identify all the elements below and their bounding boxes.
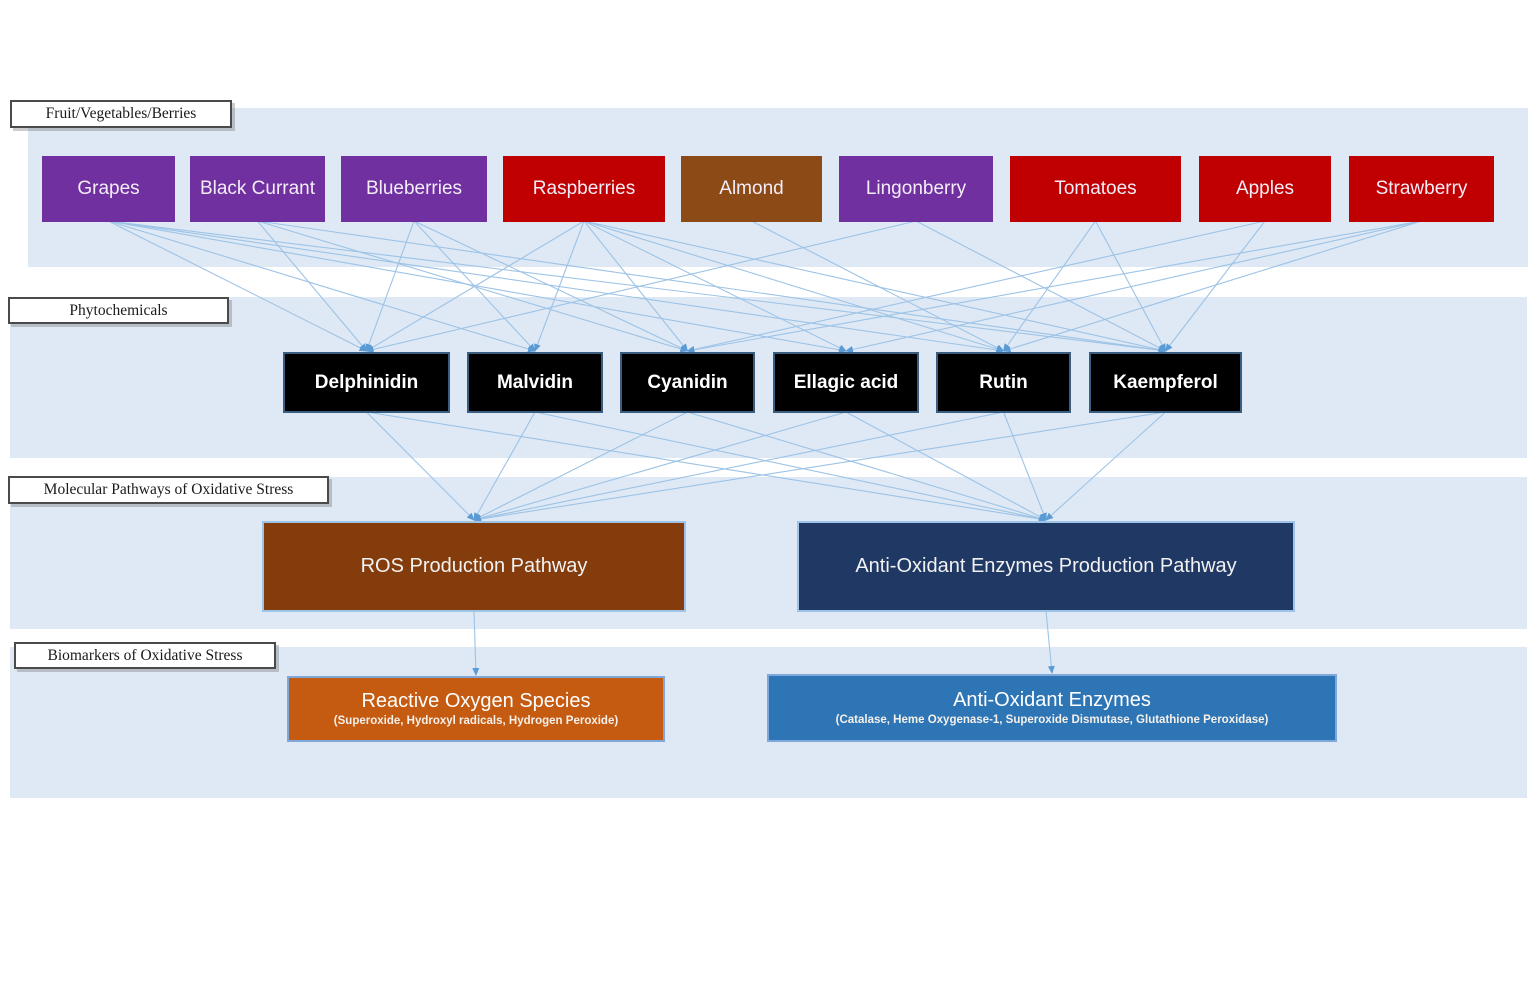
phytochemical-label: Rutin xyxy=(979,371,1028,393)
section-label-fruit-vegetables-berries: Fruit/Vegetables/Berries xyxy=(10,100,232,128)
arrow-blueberries-to-delphinidin xyxy=(365,220,415,352)
fruit-label: Apples xyxy=(1235,178,1295,200)
section-label-text: Biomarkers of Oxidative Stress xyxy=(47,646,243,664)
arrow-strawberry-to-rutin xyxy=(1002,220,1422,353)
arrow-apples-to-cyanidin xyxy=(686,220,1266,353)
pathway-aoe-pathway: Anti-Oxidant Enzymes Production Pathway xyxy=(797,521,1295,612)
fruit-label: Almond xyxy=(719,178,784,200)
fruit-tomatoes: Tomatoes xyxy=(1010,156,1181,222)
fruit-label: Black Currant xyxy=(199,178,316,200)
fruit-label: Grapes xyxy=(77,178,140,200)
arrow-strawberry-to-ellagic-acid xyxy=(845,220,1422,353)
arrow-lingonberry-to-kaempferol xyxy=(915,220,1167,352)
phytochemical-ellagic-acid: Ellagic acid xyxy=(773,352,919,413)
arrow-grapes-to-rutin xyxy=(108,220,1005,354)
arrow-malvidin-to-aoe-pathway xyxy=(534,411,1047,522)
arrow-grapes-to-malvidin xyxy=(108,220,536,353)
fruit-apples: Apples xyxy=(1199,156,1331,222)
arrow-raspberries-to-kaempferol xyxy=(583,220,1167,353)
section-label-text: Fruit/Vegetables/Berries xyxy=(45,105,197,122)
fruit-label: Raspberries xyxy=(532,178,636,200)
phytochemical-label: Delphinidin xyxy=(314,371,419,393)
arrow-apples-to-kaempferol xyxy=(1164,220,1266,352)
fruit-label: Lingonberry xyxy=(865,178,967,200)
arrow-raspberries-to-ellagic-acid xyxy=(583,220,847,352)
arrow-raspberries-to-rutin xyxy=(583,220,1005,353)
arrow-black-currant-to-kaempferol xyxy=(257,220,1167,354)
biomarker-ros-species: Reactive Oxygen Species (Superoxide, Hydr… xyxy=(287,676,665,742)
pathway-ros-pathway: ROS Production Pathway xyxy=(262,521,686,612)
phytochemical-cyanidin: Cyanidin xyxy=(620,352,755,413)
biomarker-aoe-enzymes: Anti-Oxidant Enzymes (Catalase, Heme Oxyg… xyxy=(767,674,1337,742)
arrow-raspberries-to-cyanidin xyxy=(583,220,689,352)
phytochemical-label: Cyanidin xyxy=(647,371,728,393)
arrow-tomatoes-to-kaempferol xyxy=(1095,220,1166,352)
fruit-label: Blueberries xyxy=(365,178,463,200)
arrow-cyanidin-to-aoe-pathway xyxy=(687,411,1047,522)
fruit-label: Tomatoes xyxy=(1054,178,1137,200)
fruit-grapes: Grapes xyxy=(42,156,175,222)
arrow-almond-to-rutin xyxy=(751,220,1005,352)
arrow-ellagic-acid-to-aoe-pathway xyxy=(845,411,1047,521)
arrow-lingonberry-to-delphinidin xyxy=(365,220,917,353)
phytochemical-label: Kaempferol xyxy=(1113,371,1218,393)
biomarker-subtitle: (Superoxide, Hydroxyl radicals, Hydrogen… xyxy=(333,714,619,727)
arrow-raspberries-to-malvidin xyxy=(534,220,585,352)
arrow-grapes-to-kaempferol xyxy=(108,220,1167,354)
fruit-strawberry: Strawberry xyxy=(1349,156,1494,222)
arrow-black-currant-to-cyanidin xyxy=(257,220,689,353)
band-phytochemicals xyxy=(10,297,1527,458)
pathway-label: ROS Production Pathway xyxy=(360,555,588,577)
section-label-phytochemicals: Phytochemicals xyxy=(8,297,229,324)
section-label-text: Phytochemicals xyxy=(69,301,168,319)
fruit-blueberries: Blueberries xyxy=(341,156,487,222)
biomarker-title: Reactive Oxygen Species xyxy=(361,689,591,712)
phytochemical-kaempferol: Kaempferol xyxy=(1089,352,1242,413)
arrow-aoe-pathway-to-aoe-enzymes xyxy=(1045,610,1055,674)
arrow-rutin-to-aoe-pathway xyxy=(1002,411,1047,521)
fruit-almond: Almond xyxy=(681,156,822,222)
phytochemical-rutin: Rutin xyxy=(936,352,1071,413)
phytochemical-delphinidin: Delphinidin xyxy=(283,352,450,413)
biomarker-title: Anti-Oxidant Enzymes xyxy=(953,688,1151,711)
section-label-molecular-pathways: Molecular Pathways of Oxidative Stress xyxy=(8,476,329,504)
arrow-rutin-to-ros-pathway xyxy=(473,411,1004,523)
fruit-label: Strawberry xyxy=(1375,178,1468,200)
arrow-raspberries-to-delphinidin xyxy=(365,220,585,352)
phytochemical-malvidin: Malvidin xyxy=(467,352,603,413)
fruit-lingonberry: Lingonberry xyxy=(839,156,993,222)
arrow-black-currant-to-delphinidin xyxy=(257,220,368,352)
section-label-text: Molecular Pathways of Oxidative Stress xyxy=(43,481,294,498)
arrow-malvidin-to-ros-pathway xyxy=(473,411,536,521)
arrow-strawberry-to-cyanidin xyxy=(686,220,1422,354)
biomarker-subtitle: (Catalase, Heme Oxygenase-1, Superoxide … xyxy=(835,713,1269,726)
arrow-cyanidin-to-ros-pathway xyxy=(473,411,688,521)
phytochemical-label: Malvidin xyxy=(496,371,573,393)
arrow-grapes-to-ellagic-acid xyxy=(108,220,847,354)
arrow-grapes-to-delphinidin xyxy=(108,220,368,352)
phytochemical-label: Ellagic acid xyxy=(793,371,899,393)
arrow-ellagic-acid-to-ros-pathway xyxy=(473,411,847,522)
section-label-biomarkers: Biomarkers of Oxidative Stress xyxy=(14,642,276,669)
pathway-label: Anti-Oxidant Enzymes Production Pathway xyxy=(855,555,1237,577)
arrow-kaempferol-to-aoe-pathway xyxy=(1045,411,1166,521)
arrow-blueberries-to-cyanidin xyxy=(413,220,689,352)
fruit-raspberries: Raspberries xyxy=(503,156,665,222)
arrow-ros-pathway-to-ros-species xyxy=(472,610,480,676)
arrow-tomatoes-to-rutin xyxy=(1002,220,1096,352)
arrow-delphinidin-to-aoe-pathway xyxy=(366,411,1047,523)
arrow-delphinidin-to-ros-pathway xyxy=(366,411,475,521)
arrow-kaempferol-to-ros-pathway xyxy=(473,411,1166,523)
fruit-black-currant: Black Currant xyxy=(190,156,325,222)
